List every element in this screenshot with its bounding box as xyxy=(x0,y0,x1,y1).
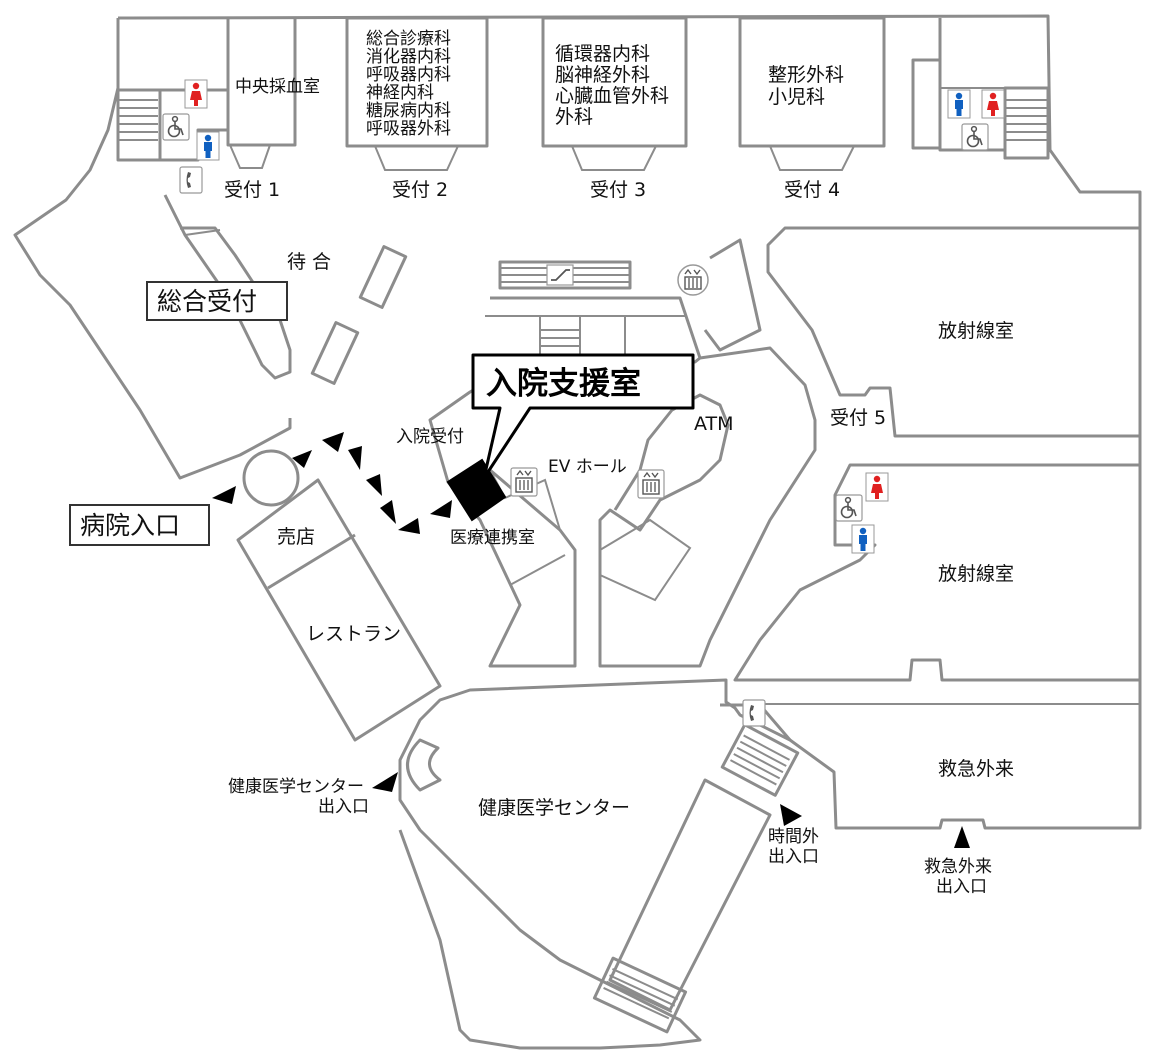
medical-liaison-label: 医療連携室 xyxy=(450,528,535,548)
radiology-room-1 xyxy=(766,226,1140,438)
escalator-icon-path xyxy=(551,269,570,281)
wheelchair-icon xyxy=(162,113,190,141)
dept2-line-5: 糖尿病内科 xyxy=(366,101,451,121)
radiology-room-2 xyxy=(733,463,1140,682)
dept2-line-4: 神経内科 xyxy=(366,83,434,103)
radiology-2-label: 放射線室 xyxy=(938,563,1014,585)
core-stairs xyxy=(540,329,580,347)
hospital-entrance-box xyxy=(69,504,210,546)
dept3-line-2: 脳神経外科 xyxy=(555,64,650,86)
stairs-left xyxy=(118,99,158,141)
room-dept2 xyxy=(345,16,489,148)
bottom-stair-steps xyxy=(603,968,679,1020)
reception3-counter xyxy=(571,145,657,171)
restaurant-label: レストラン xyxy=(306,623,401,645)
dept2-line-3: 呼吸器内科 xyxy=(366,65,451,85)
phone-icon xyxy=(179,166,203,194)
reception1-counter xyxy=(229,144,271,169)
male-restroom-icon xyxy=(947,89,971,119)
reception-2-label: 受付 2 xyxy=(392,179,448,201)
dept2-line-1: 総合診療科 xyxy=(366,29,451,49)
after-hours-line-2: 出入口 xyxy=(768,847,819,867)
health-entrance-line-1: 健康医学センター xyxy=(228,777,364,797)
dept3-line-3: 心臓血管外科 xyxy=(555,85,669,107)
female-restroom-icon xyxy=(184,79,208,109)
shop-label: 売店 xyxy=(277,526,315,548)
reception-5-label: 受付 5 xyxy=(830,407,886,429)
wheelchair-icon xyxy=(835,494,863,522)
after-hours-line-1: 時間外 xyxy=(768,827,819,847)
elevator-icon xyxy=(637,469,665,499)
elevator-icon xyxy=(677,264,709,296)
wheelchair-icon xyxy=(961,123,989,151)
building-outline xyxy=(117,14,1142,1050)
emergency-entrance-line-1: 救急外来 xyxy=(924,857,992,877)
route-arrows xyxy=(212,432,970,848)
waiting-label: 待 合 xyxy=(287,251,331,273)
health-entrance-line-2: 出入口 xyxy=(318,797,369,817)
room-dept4 xyxy=(738,16,886,148)
dept4-line-2: 小児科 xyxy=(768,86,825,108)
bench-2 xyxy=(310,321,360,385)
entrance-rotunda xyxy=(242,449,300,507)
male-restroom-icon xyxy=(196,131,220,161)
emergency-stairs xyxy=(720,723,800,797)
dept4-line-1: 整形外科 xyxy=(768,64,844,86)
reception-4-label: 受付 4 xyxy=(784,179,840,201)
radiology-1-label: 放射線室 xyxy=(938,320,1014,342)
admission-support-room[interactable] xyxy=(446,458,507,522)
admission-counter-label: 入院受付 xyxy=(396,427,464,447)
dept2-line-2: 消化器内科 xyxy=(366,47,451,67)
locker-right xyxy=(911,58,942,150)
ev-hall-label: EV ホール xyxy=(548,457,627,477)
shop-restaurant-block xyxy=(236,478,442,742)
male-restroom-icon xyxy=(851,524,875,554)
atm-label: ATM xyxy=(694,413,734,435)
elevator-icon xyxy=(510,467,538,497)
emergency-entrance-line-2: 出入口 xyxy=(936,877,987,897)
dept3-line-1: 循環器内科 xyxy=(555,43,650,65)
stairs-right xyxy=(1005,99,1048,141)
female-restroom-icon xyxy=(981,89,1005,119)
phone-icon xyxy=(742,699,766,727)
general-reception-label: 総合受付 xyxy=(157,287,257,316)
restroom-block-left xyxy=(160,88,230,162)
health-corridor xyxy=(608,778,772,1012)
core-inner xyxy=(599,518,692,602)
dept3-line-4: 外科 xyxy=(555,106,593,128)
reception-1-label: 受付 1 xyxy=(224,179,280,201)
reception2-counter xyxy=(374,145,459,171)
admission-support-label[interactable]: 入院支援室 xyxy=(486,366,641,402)
general-reception-box xyxy=(146,281,288,321)
emergency-stair-steps xyxy=(730,734,790,786)
health-entrance-bulge xyxy=(406,738,442,792)
central-blood-room xyxy=(226,18,297,147)
female-restroom-icon xyxy=(865,472,889,502)
central-blood-label: 中央採血室 xyxy=(235,77,320,97)
admission-support-callout xyxy=(471,353,695,480)
reception-3-label: 受付 3 xyxy=(590,179,646,201)
bench-1 xyxy=(358,245,408,309)
elevator-shaft xyxy=(703,238,762,352)
health-center-label: 健康医学センター xyxy=(478,797,630,819)
left-wing-outline xyxy=(13,18,292,480)
room-dept3 xyxy=(541,16,688,148)
emergency-label: 救急外来 xyxy=(938,758,1014,780)
reception4-counter xyxy=(769,145,855,171)
hospital-entrance-label: 病院入口 xyxy=(80,511,180,540)
bottom-stairs xyxy=(592,956,688,1034)
dept2-line-6: 呼吸器外科 xyxy=(366,119,451,139)
